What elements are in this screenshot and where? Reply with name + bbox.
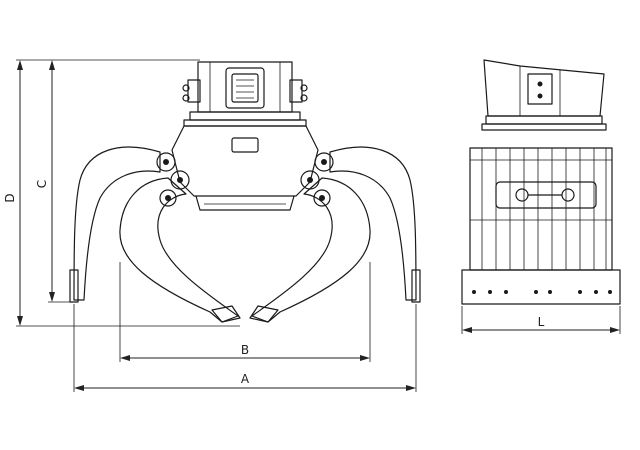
- mounting-bracket: [182, 61, 308, 127]
- left-inner-claw: [119, 177, 241, 323]
- pivot-bolts: [156, 152, 334, 207]
- dimension-label-d: D: [3, 193, 17, 202]
- side-tines: [481, 148, 607, 270]
- dimension-label-b: B: [241, 343, 249, 357]
- right-inner-claw: [249, 177, 371, 323]
- front-view: [69, 61, 421, 323]
- bottom-bolts: [472, 290, 612, 294]
- extension-lines: [16, 59, 621, 392]
- right-outer-tine: [329, 146, 421, 303]
- dimension-a: A: [74, 372, 416, 391]
- dimension-label-a: A: [241, 372, 250, 386]
- dimension-c: C: [35, 60, 55, 302]
- side-view: [461, 59, 621, 305]
- left-outer-tine: [69, 146, 161, 303]
- grapple-body: [171, 125, 319, 211]
- dimension-label-c: C: [35, 180, 49, 188]
- dimension-l: L: [462, 315, 620, 333]
- dimension-b: B: [120, 343, 370, 361]
- dimension-d: D: [3, 60, 23, 326]
- dimension-label-l: L: [538, 315, 545, 329]
